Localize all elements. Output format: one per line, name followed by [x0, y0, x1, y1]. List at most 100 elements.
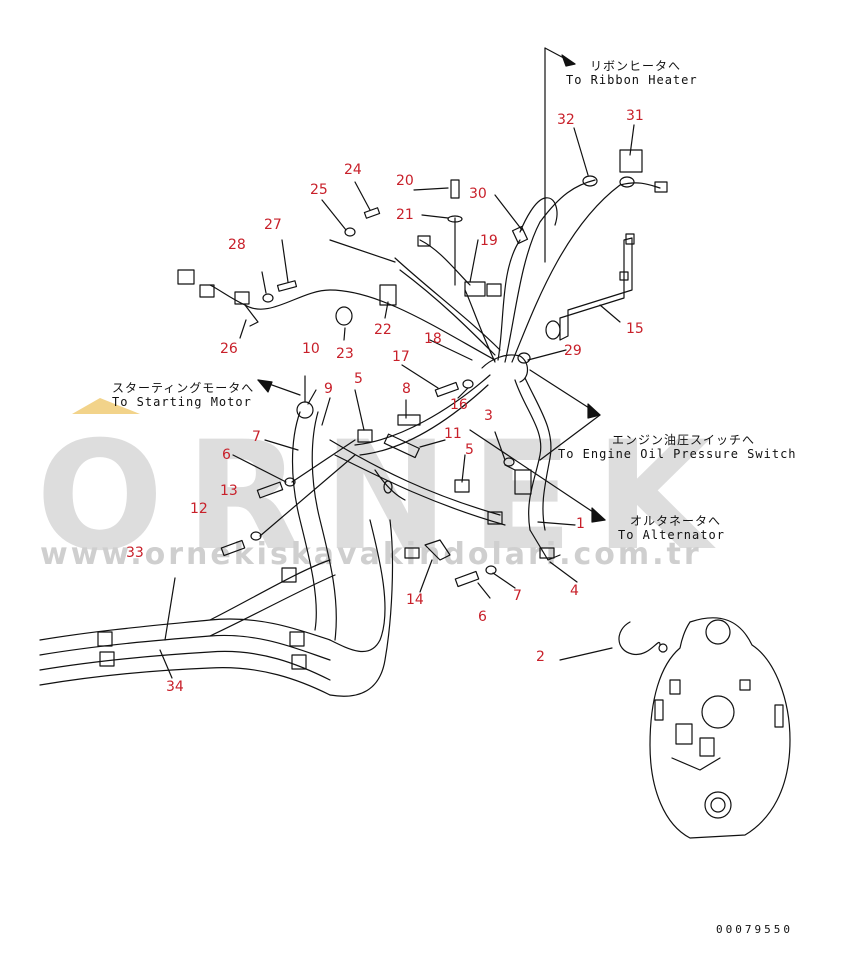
- alternator-terminal-d: [739, 679, 751, 691]
- leader-19: [469, 239, 479, 283]
- callout-oil-pressure: エンジン油圧スイッチへ To Engine Oil Pressure Switc…: [558, 433, 797, 462]
- part-label-30: 30: [469, 186, 487, 202]
- leader-6a: [232, 454, 287, 483]
- alternator-terminal-b: [699, 737, 715, 757]
- alternator-terminal-c: [669, 679, 681, 695]
- part-label-15: 15: [626, 321, 644, 337]
- part-label-5a: 5: [354, 371, 363, 387]
- terminal-2: [658, 643, 668, 653]
- relay-31: [619, 149, 643, 173]
- ribbon-heater-loop: [519, 197, 558, 233]
- leader-14: [419, 559, 433, 593]
- bracket-15-bushing: [545, 320, 561, 340]
- leader-22: [384, 301, 389, 319]
- washer-12: [250, 531, 262, 541]
- callout-starting-motor-jp: スターティングモータへ: [112, 381, 255, 395]
- part-label-3: 3: [484, 408, 493, 424]
- harness-upper-3: [511, 182, 661, 363]
- connector-30: [511, 225, 529, 245]
- washer-25: [344, 227, 356, 237]
- connector-14: [404, 547, 420, 559]
- harness-left-end: [209, 284, 246, 306]
- part-label-11: 11: [444, 426, 462, 442]
- clamp-29: [481, 354, 529, 383]
- part-label-6b: 6: [478, 609, 487, 625]
- cable-34b: [39, 667, 331, 696]
- part-label-14: 14: [406, 592, 424, 608]
- leader-18: [429, 339, 473, 361]
- bolt-12: [220, 539, 246, 557]
- terminal-boot-3: [514, 469, 532, 495]
- part-label-5b: 5: [465, 442, 474, 458]
- connector-26b: [199, 284, 215, 298]
- part-label-31: 31: [626, 108, 644, 124]
- nut-29: [517, 352, 531, 364]
- harness-18: [394, 257, 501, 351]
- bolt-axis-13: [291, 439, 356, 483]
- connector-31: [654, 181, 668, 193]
- terminal-10: [296, 401, 314, 419]
- cable-loop-right: [329, 519, 386, 653]
- harness-21: [419, 239, 471, 286]
- leader-24: [354, 181, 371, 211]
- leader-31: [629, 124, 635, 156]
- callout-alternator-en: To Alternator: [618, 527, 725, 542]
- leader-11: [419, 439, 446, 448]
- cable-loop-right2: [329, 519, 394, 697]
- sensor-21: [417, 235, 431, 247]
- callout-ribbon-heater-en: To Ribbon Heater: [566, 72, 698, 87]
- connector-26a: [177, 269, 195, 285]
- callout-alternator-jp: オルタネータへ: [630, 514, 722, 528]
- cable-3: [514, 379, 542, 531]
- alternator-mount-bottom: [704, 791, 732, 819]
- callout-starting-motor-en: To Starting Motor: [112, 394, 252, 409]
- leader-7a: [264, 439, 299, 451]
- starting-motor-arrowhead: [257, 379, 273, 393]
- connector-19: [464, 281, 486, 297]
- callout-ribbon-heater: リボンヒータへ To Ribbon Heater: [566, 59, 698, 88]
- part-label-21: 21: [396, 207, 414, 223]
- terminal-1: [383, 480, 393, 494]
- leader-25: [321, 199, 347, 231]
- washer-28: [262, 293, 274, 303]
- document-number: 00079550: [716, 923, 793, 936]
- harness-main-2: [359, 384, 489, 456]
- bolt-axis-12: [259, 454, 356, 537]
- bracket-14: [424, 539, 451, 561]
- leader-10: [307, 389, 317, 405]
- clip-26: [244, 304, 259, 327]
- harness-left: [244, 289, 496, 361]
- part-label-23: 23: [336, 346, 354, 362]
- leader-7b: [492, 572, 516, 589]
- alternator-leader: [469, 429, 606, 521]
- bolt-17: [434, 381, 459, 398]
- clip-5a: [357, 429, 373, 443]
- clamp-11: [383, 433, 420, 459]
- part-label-19: 19: [480, 233, 498, 249]
- part-label-7b: 7: [513, 588, 522, 604]
- part-label-13: 13: [220, 483, 238, 499]
- part-label-28: 28: [228, 237, 246, 253]
- part-label-34: 34: [166, 679, 184, 695]
- leader-3: [494, 431, 506, 461]
- leader-30: [494, 194, 523, 231]
- bolt-6: [454, 570, 480, 588]
- callout-alternator: オルタネータへ To Alternator: [618, 514, 725, 543]
- cable-branch-up2: [209, 574, 336, 637]
- part-label-10: 10: [302, 341, 320, 357]
- part-label-12: 12: [190, 501, 208, 517]
- leader-34: [159, 649, 173, 679]
- oil-pressure-arrowhead: [587, 403, 601, 419]
- cable-9b: [311, 411, 337, 641]
- part-label-20: 20: [396, 173, 414, 189]
- watermark-url: www.ornekiskavakindolari.com.tr: [40, 537, 702, 572]
- cable-33a: [39, 618, 331, 641]
- leader-9: [321, 397, 331, 426]
- leader-1: [537, 521, 576, 526]
- clip-34b: [291, 654, 307, 670]
- cable-3b: [524, 377, 552, 531]
- leader-2: [559, 647, 613, 661]
- bracket-8: [397, 414, 421, 426]
- watermark-brand: ORNEK: [36, 410, 734, 584]
- clamp-4: [539, 547, 555, 559]
